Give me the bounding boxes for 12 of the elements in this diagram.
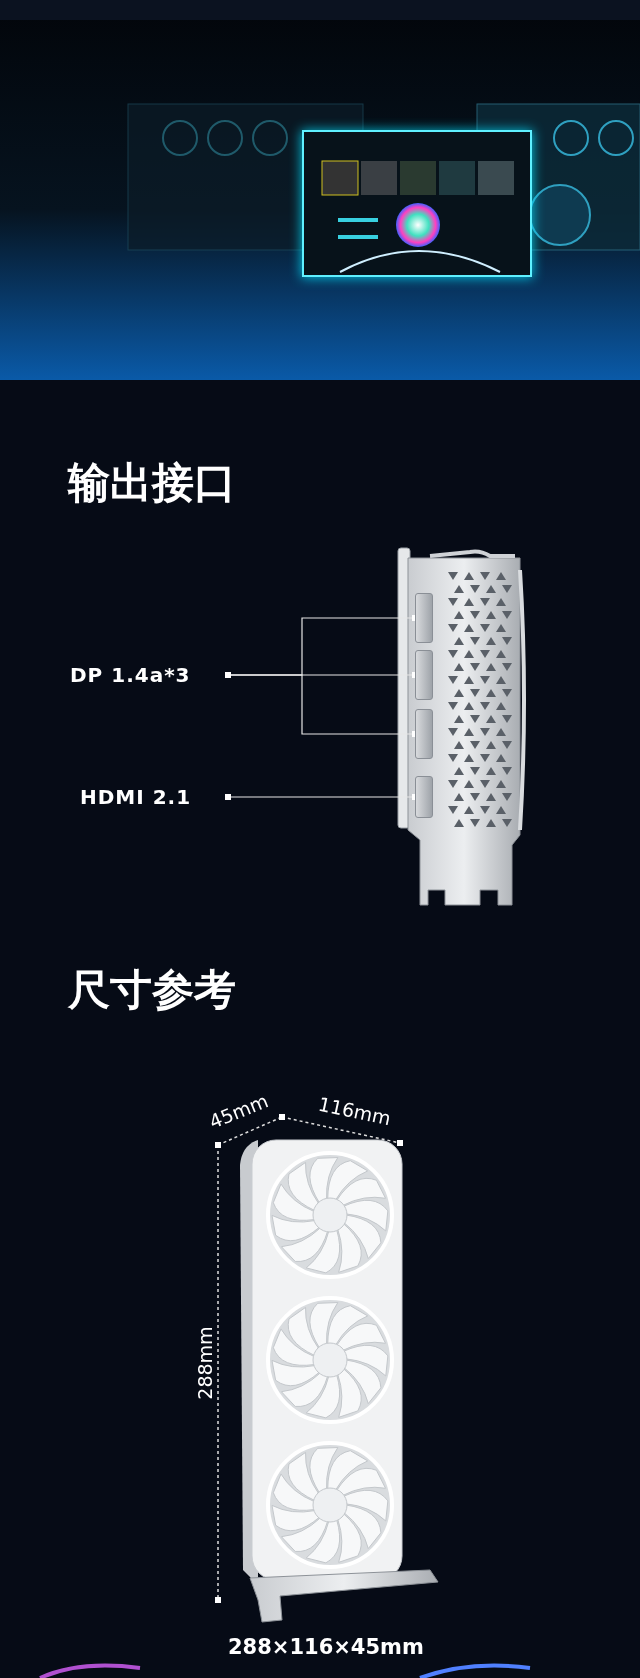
section-heading: 尺寸参考 [68,964,236,1016]
dimension-summary: 288×116×45mm [228,1635,424,1659]
displayport-connector [415,650,433,700]
dimension-label: 288mm [193,1326,216,1400]
dimension-label: 116mm [316,1092,393,1130]
displayport-connector [415,593,433,643]
dimension-label: 45mm [206,1089,272,1133]
displayport-connector [415,709,433,759]
hdmi-connector [415,776,433,818]
port-label: DP 1.4a*3 [70,660,228,690]
port-label: HDMI 2.1 [80,782,228,812]
section-heading: 输出接口 [68,457,236,509]
